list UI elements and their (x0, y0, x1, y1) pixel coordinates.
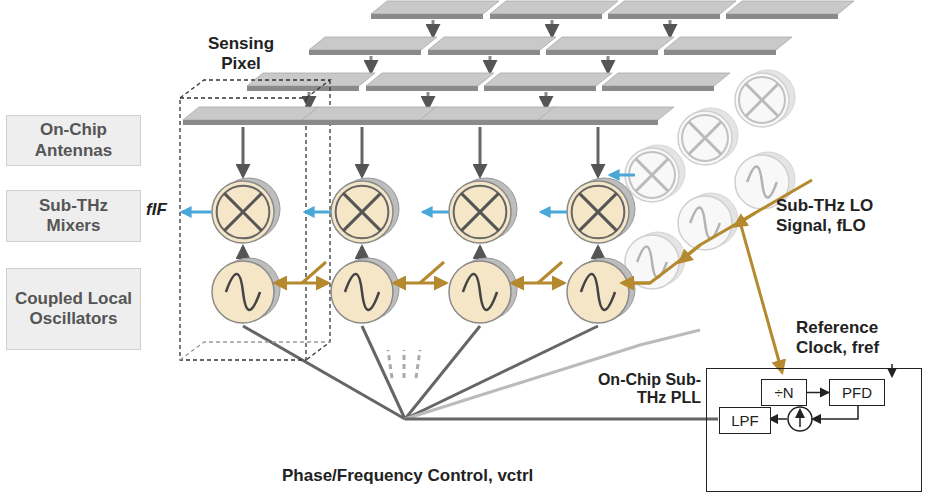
antenna-plate (484, 73, 612, 91)
antenna-plate (309, 37, 437, 55)
antenna-plate (428, 37, 556, 55)
signal-arrow (489, 56, 492, 72)
block-heading: On-Chip Sub-THz PLL (573, 371, 701, 408)
oscillator-symbol (212, 258, 280, 323)
antenna-plate (602, 73, 730, 91)
mixer-symbol (567, 178, 635, 243)
mixer-symbol (331, 178, 399, 243)
antenna-plate (490, 1, 618, 19)
antenna-plate (302, 107, 438, 125)
antenna-plate (538, 107, 674, 125)
mixer-symbol (449, 178, 517, 243)
row-label-box: Sub-THz Mixers (6, 190, 141, 242)
lo-signal-lines (275, 180, 812, 372)
mixer-symbol (212, 178, 280, 243)
mixer-symbol (735, 70, 795, 127)
antenna-plate (420, 107, 556, 125)
signal-arrow (597, 127, 600, 176)
row-label: Coupled Local Oscillators (13, 289, 134, 330)
antenna-plate (247, 73, 375, 91)
pll-wires (770, 364, 892, 431)
row-label: On-Chip Antennas (13, 120, 134, 161)
antenna-plate (371, 1, 499, 19)
pll-function-box: LPF (719, 407, 771, 434)
row-label-box: On-Chip Antennas (6, 115, 141, 166)
mixer-symbol (678, 108, 738, 165)
signal-name: Reference Clock, fref (796, 318, 924, 359)
signal-arrow (361, 127, 364, 176)
oscillator-symbol (331, 258, 399, 323)
signal-arrow (551, 20, 554, 36)
signal-name: fIF (146, 200, 182, 220)
signal-connector (807, 392, 829, 394)
control-lines (243, 326, 718, 419)
pll-function-box: PFD (829, 379, 885, 406)
if-output-arrows (182, 175, 635, 212)
antenna-plate (183, 107, 319, 125)
signal-arrow (308, 92, 311, 108)
oscillator-symbol (449, 258, 517, 323)
antenna-plate (366, 73, 494, 91)
pll-function-box: ÷N (761, 379, 807, 406)
signal-arrow (669, 20, 672, 36)
function-label: PFD (842, 384, 872, 401)
signal-arrow (479, 127, 482, 176)
antenna-plate (726, 1, 854, 19)
signal-name: Phase/Frequency Control, vctrl (282, 466, 602, 486)
row-label-box: Coupled Local Oscillators (6, 268, 141, 350)
row-label: Sub-THz Mixers (13, 196, 134, 237)
antenna-plate (546, 37, 674, 55)
signal-arrow (242, 127, 245, 176)
function-label: LPF (731, 412, 759, 429)
signal-arrow (607, 56, 610, 72)
signal-arrow (545, 92, 548, 108)
signal-arrow (370, 56, 373, 72)
antenna-plate (608, 1, 736, 19)
oscillator-symbol (567, 258, 635, 323)
function-label: ÷N (774, 384, 793, 401)
antenna-plate (664, 37, 792, 55)
pixel-callout: Sensing Pixel (196, 34, 286, 75)
signal-arrow (432, 20, 435, 36)
pll-block: On-Chip Sub-THz PLL÷NPFDLPF (706, 368, 922, 492)
signal-name: Sub-THz LO Signal, fLO (776, 196, 924, 237)
charge-pump-symbol (788, 407, 812, 431)
signal-arrow (427, 92, 430, 108)
